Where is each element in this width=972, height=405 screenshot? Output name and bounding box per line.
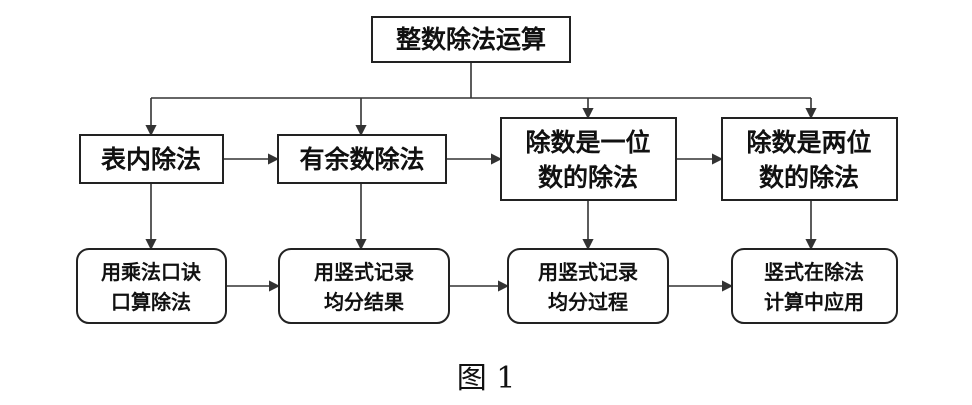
method-2-line-1: 用竖式记录	[314, 260, 414, 284]
method-1-line-2: 口算除法	[111, 290, 191, 314]
stage-node-3: 除数是一位 数的除法	[500, 117, 677, 201]
method-1-line-1: 用乘法口诀	[101, 260, 202, 284]
stage-4-line-1: 除数是两位	[746, 128, 871, 157]
method-node-4: 竖式在除法 计算中应用	[731, 248, 898, 324]
method-2-line-2: 均分结果	[324, 290, 404, 314]
root-node: 整数除法运算	[371, 16, 571, 63]
method-node-1: 用乘法口诀 口算除法	[76, 248, 227, 324]
stage-node-4: 除数是两位 数的除法	[721, 117, 898, 201]
stage-node-2: 有余数除法	[277, 134, 447, 184]
stage-2-line-1: 有余数除法	[299, 145, 424, 174]
stage-3-line-1: 除数是一位	[525, 128, 650, 157]
stage-3-line-2: 数的除法	[538, 163, 638, 192]
stage-node-1: 表内除法	[79, 134, 224, 184]
method-node-3: 用竖式记录 均分过程	[507, 248, 669, 324]
stage-4-line-2: 数的除法	[759, 163, 859, 192]
root-label: 整数除法运算	[396, 25, 546, 54]
method-4-line-2: 计算中应用	[764, 290, 864, 314]
method-4-line-1: 竖式在除法	[764, 260, 864, 284]
method-3-line-1: 用竖式记录	[538, 260, 638, 284]
stage-to-method-arrows	[145, 183, 817, 251]
root-connectors	[145, 62, 817, 137]
method-3-line-2: 均分过程	[548, 290, 628, 314]
method-node-2: 用竖式记录 均分结果	[278, 248, 450, 324]
stage-1-line-1: 表内除法	[101, 145, 201, 174]
figure-caption: 图 1	[457, 361, 516, 396]
